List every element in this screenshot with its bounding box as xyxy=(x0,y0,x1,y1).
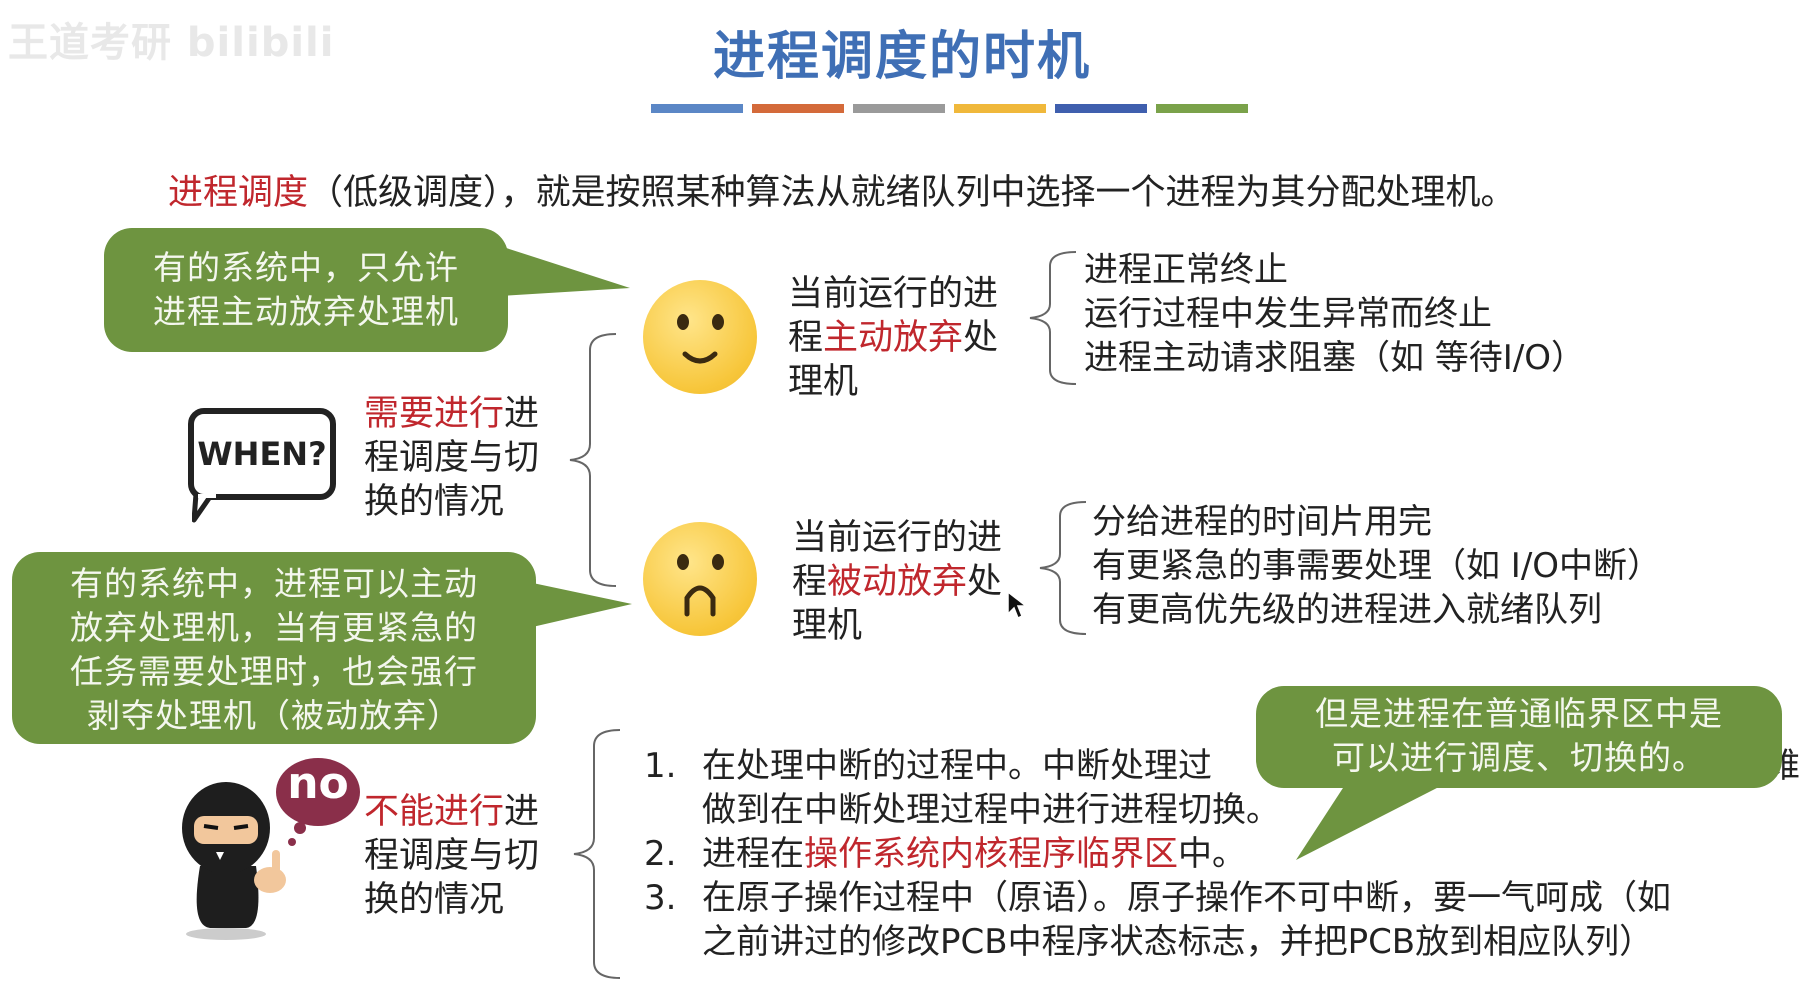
list-item: 运行过程中发生异常而终止 xyxy=(1084,294,1492,334)
passive-reasons: 分给进程的时间片用完 有更紧急的事需要处理（如 I/O中断） 有更高优先级的进程… xyxy=(1092,500,1661,632)
cannot-item-1-cont: 做到在中断处理过程中进行进程切换。 xyxy=(644,788,1671,832)
list-item: 有更紧急的事需要处理（如 I/O中断） xyxy=(1092,546,1662,586)
need-brace xyxy=(569,333,617,587)
title-color-bars xyxy=(651,104,1248,113)
cannot-line: 换的情况 xyxy=(364,880,505,920)
when-icon-tail xyxy=(192,494,216,523)
passive-highlight: 被动放弃 xyxy=(827,562,968,602)
active-brace xyxy=(1029,251,1077,385)
passive-line: 处 xyxy=(967,562,1003,602)
active-reasons: 进程正常终止 运行过程中发生异常而终止 进程主动请求阻塞（如 等待I/O） xyxy=(1084,248,1585,380)
bubble-tail xyxy=(500,246,630,296)
no-text: no xyxy=(287,758,349,809)
active-line: 程 xyxy=(788,318,824,358)
bubble-line: 有的系统中，进程可以主动 xyxy=(70,564,478,603)
mouse-cursor-icon xyxy=(1007,590,1028,620)
bubble-line: 有的系统中，只允许 xyxy=(153,248,459,287)
need-line: 程调度与切 xyxy=(364,438,540,478)
need-highlight: 需要进行 xyxy=(364,394,505,434)
cannot-item-3: 3. 在原子操作过程中（原语）。原子操作不可中断，要一气呵成（如 xyxy=(644,876,1671,920)
passive-release-label: 当前运行的进 程被动放弃处 理机 xyxy=(792,516,1002,648)
color-bar xyxy=(752,104,844,113)
list-item: 有更高优先级的进程进入就绪队列 xyxy=(1092,590,1602,630)
passive-line: 程 xyxy=(792,562,828,602)
item-text: 做到在中断处理过程中进行进程切换。 xyxy=(702,790,1280,830)
bubble-line: 可以进行调度、切换的。 xyxy=(1332,738,1706,777)
bubble-preemption: 有的系统中，进程可以主动 放弃处理机，当有更紧急的 任务需要处理时，也会强行 剥… xyxy=(12,552,536,744)
cannot-reasons: 1. 在处理中断的过程中。中断处理过 做到在中断处理过程中进行进程切换。 2. … xyxy=(644,744,1671,964)
when-icon: WHEN? xyxy=(188,408,336,500)
bubble-active-only: 有的系统中，只允许 进程主动放弃处理机 xyxy=(104,228,508,352)
cannot-scheduling-label: 不能进行进 程调度与切 换的情况 xyxy=(364,790,539,922)
need-line: 进 xyxy=(504,394,540,434)
cannot-line: 进 xyxy=(504,792,540,832)
item-text: 中。 xyxy=(1178,834,1246,874)
cannot-item-3-cont: 之前讲过的修改PCB中程序状态标志，并把PCB放到相应队列） xyxy=(644,920,1671,964)
active-highlight: 主动放弃 xyxy=(823,318,964,358)
intro-term: 进程调度 xyxy=(168,173,309,213)
color-bar xyxy=(1156,104,1248,113)
item-highlight: 操作系统内核程序临界区 xyxy=(804,834,1178,874)
color-bar xyxy=(954,104,1046,113)
passive-line: 理机 xyxy=(792,606,863,646)
active-release-label: 当前运行的进 程主动放弃处 理机 xyxy=(788,272,998,404)
bubble-critical-region: 但是进程在普通临界区中是 可以进行调度、切换的。 xyxy=(1256,686,1782,788)
item-number: 1. xyxy=(644,746,677,786)
item-text: 在处理中断的过程中。中断处理过 xyxy=(702,746,1212,786)
color-bar xyxy=(853,104,945,113)
bubble-line: 但是进程在普通临界区中是 xyxy=(1315,694,1723,733)
item-number: 2. xyxy=(644,834,677,874)
cannot-line: 程调度与切 xyxy=(364,836,540,876)
cannot-item-2: 2. 进程在操作系统内核程序临界区中。 xyxy=(644,832,1671,876)
page-title: 进程调度的时机 xyxy=(712,27,1091,87)
bubble-line: 任务需要处理时，也会强行 xyxy=(70,652,478,691)
bubble-line: 进程主动放弃处理机 xyxy=(153,292,459,331)
ninja-no-icon xyxy=(182,758,360,940)
list-item: 分给进程的时间片用完 xyxy=(1092,502,1432,542)
passive-brace xyxy=(1039,501,1087,635)
item-text: 在原子操作过程中（原语）。原子操作不可中断，要一气呵成（如 xyxy=(702,878,1671,918)
intro-sentence: 进程调度（低级调度），就是按照某种算法从就绪队列中选择一个进程为其分配处理机。 xyxy=(168,164,1516,215)
bubble-line: 放弃处理机，当有更紧急的 xyxy=(70,608,478,647)
bubble-tail xyxy=(1296,768,1476,860)
list-item: 进程正常终止 xyxy=(1084,250,1288,290)
cannot-item-1: 1. 在处理中断的过程中。中断处理过 xyxy=(644,744,1671,788)
smile-face-icon xyxy=(643,280,757,394)
watermark: 王道考研 bilibili xyxy=(8,20,335,66)
color-bar xyxy=(1055,104,1147,113)
passive-line: 当前运行的进 xyxy=(792,518,1003,558)
intro-text: （低级调度），就是按照某种算法从就绪队列中选择一个进程为其分配处理机。 xyxy=(308,173,1516,213)
sad-face-icon xyxy=(643,522,757,636)
when-text: WHEN? xyxy=(197,435,327,473)
item-number: 3. xyxy=(644,878,677,918)
bubble-line: 剥夺处理机（被动放弃） xyxy=(87,696,461,735)
bubble-tail xyxy=(528,582,632,628)
item-text: 进程在 xyxy=(702,834,804,874)
cannot-brace xyxy=(573,729,621,979)
cannot-highlight: 不能进行 xyxy=(364,792,505,832)
active-line: 处 xyxy=(963,318,999,358)
active-line: 当前运行的进 xyxy=(788,274,999,314)
list-item: 进程主动请求阻塞（如 等待I/O） xyxy=(1084,338,1586,378)
active-line: 理机 xyxy=(788,362,859,402)
need-scheduling-label: 需要进行进 程调度与切 换的情况 xyxy=(364,392,539,524)
item-text: 之前讲过的修改PCB中程序状态标志，并把PCB放到相应队列） xyxy=(702,922,1654,962)
need-line: 换的情况 xyxy=(364,482,505,522)
color-bar xyxy=(651,104,743,113)
